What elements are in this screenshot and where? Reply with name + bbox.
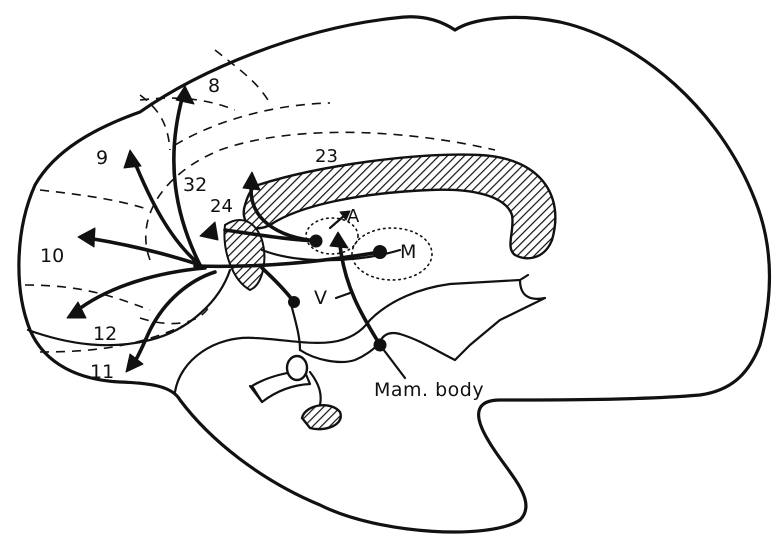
- label-nucleus-m: M: [400, 241, 416, 263]
- label-nucleus-v: V: [314, 287, 327, 309]
- arrowhead-mammillothalamic: [330, 232, 348, 248]
- pituitary: [302, 405, 341, 429]
- label-area-23: 23: [315, 146, 338, 167]
- label-area-8: 8: [208, 75, 220, 97]
- arrowhead-24: [200, 222, 218, 240]
- chiasm-knob: [287, 356, 307, 380]
- area-boundary-9-10: [40, 190, 150, 210]
- label-area-32: 32: [183, 174, 207, 196]
- arrow-ventral: [262, 268, 294, 302]
- area-boundary-10-12: [25, 285, 150, 310]
- label-nucleus-a: A: [347, 206, 360, 227]
- arrow-to-area-12: [75, 268, 205, 312]
- arrow-anterior-small: [330, 215, 345, 228]
- ventral-leader: [336, 293, 350, 298]
- arrowhead-23: [243, 172, 260, 190]
- node-medial-nucleus: [373, 245, 387, 259]
- node-mammillary-body: [374, 339, 387, 352]
- label-area-10: 10: [40, 245, 64, 267]
- infundibulum: [310, 372, 321, 405]
- optic-nerve-end: [250, 386, 262, 402]
- orbital-surface: [28, 270, 230, 345]
- label-area-12: 12: [93, 323, 117, 345]
- node-ventral-nucleus: [288, 296, 300, 308]
- area-boundary-12-11: [40, 320, 195, 352]
- hemisphere-outline: [19, 17, 770, 532]
- label-area-24: 24: [210, 196, 233, 217]
- caption-mammillary-body: Mam. body: [374, 379, 484, 401]
- arrowhead-9: [124, 150, 141, 168]
- area-boundary-32: [175, 103, 330, 145]
- label-area-11: 11: [90, 361, 114, 383]
- arrowhead-11: [126, 354, 143, 372]
- node-anterior-nucleus: [310, 235, 323, 248]
- label-area-9: 9: [96, 147, 108, 169]
- tuber-contour: [300, 345, 378, 362]
- brainstem-contour: [380, 280, 545, 360]
- arrowhead-10: [78, 228, 95, 247]
- arrow-to-area-10: [88, 238, 200, 265]
